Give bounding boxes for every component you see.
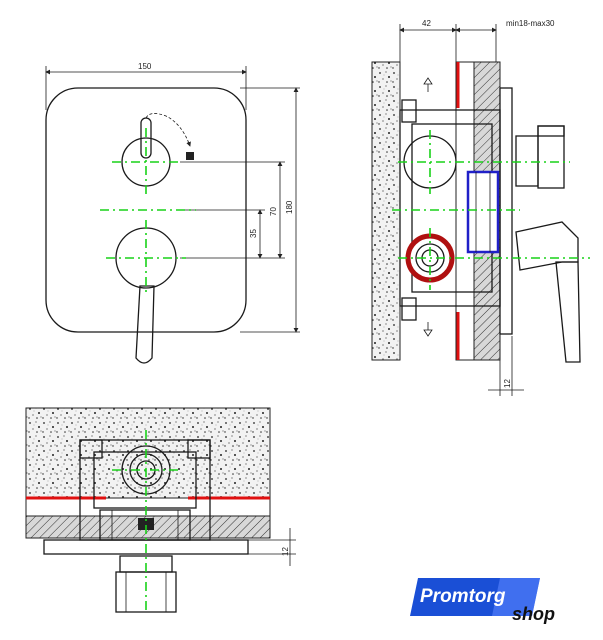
dim-height-label: 180 <box>285 200 294 214</box>
dim-bottom-offset-label: 12 <box>281 547 290 556</box>
front-view: 150 180 70 35 <box>45 62 300 364</box>
dim-depth-label: 42 <box>422 19 431 28</box>
promtorg-logo: Promtorg shop <box>410 578 555 624</box>
top-view: 12 <box>25 407 296 613</box>
logo-suffix: shop <box>512 604 555 624</box>
dim-wall-range-label: min18-max30 <box>506 19 555 28</box>
dim-lower-center-label: 35 <box>249 229 258 238</box>
side-view: 42 min18-max30 <box>371 19 590 396</box>
dim-center-distance-label: 70 <box>269 207 278 216</box>
logo-brand: Promtorg <box>420 586 506 607</box>
dim-width-label: 150 <box>138 62 152 71</box>
dim-side-offset-label: 12 <box>503 379 512 388</box>
